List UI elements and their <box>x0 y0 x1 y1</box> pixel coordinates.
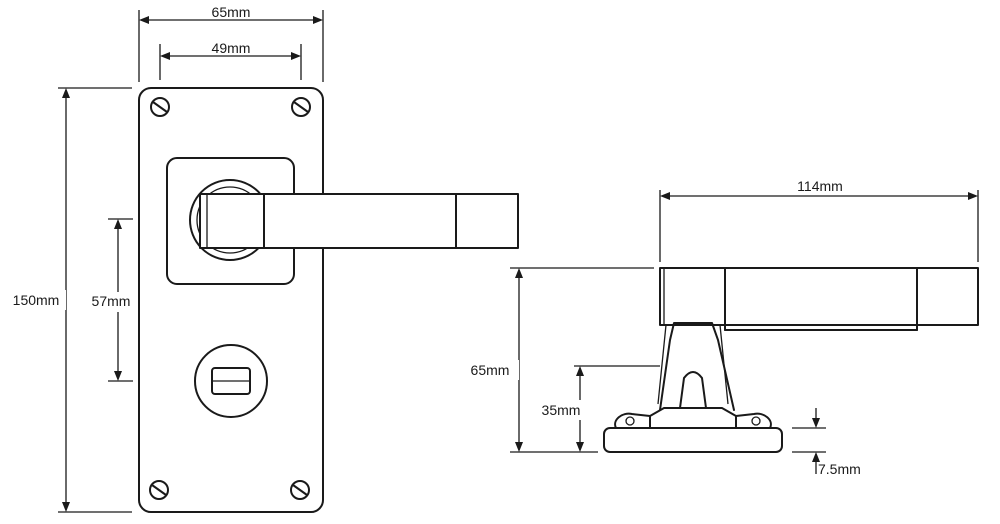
dim-screw-spacing: 49mm <box>159 40 302 80</box>
dim-plate-height-label: 150mm <box>13 292 60 308</box>
dim-screw-spacing-label: 49mm <box>212 40 251 56</box>
screw-top-right-icon <box>291 97 311 117</box>
side-spindle <box>679 371 707 409</box>
dim-projection-label: 65mm <box>471 362 510 378</box>
dim-plate-width-label: 65mm <box>212 4 251 20</box>
screw-bottom-left-icon <box>149 480 169 500</box>
side-rose-base <box>603 427 783 453</box>
front-view: 65mm 49mm 150mm <box>8 4 519 513</box>
side-view: 114mm 65mm 35mm <box>464 178 979 477</box>
screw-bottom-right-icon <box>290 480 310 500</box>
dim-rose-height-label: 35mm <box>542 402 581 418</box>
dim-rose-thickness: 7.5mm <box>792 408 861 477</box>
dim-lever-length: 114mm <box>659 178 979 262</box>
side-lever <box>659 267 979 331</box>
backplate <box>138 87 324 513</box>
dim-plate-width: 65mm <box>138 4 324 82</box>
lever-handle <box>199 193 519 249</box>
screw-top-left-icon <box>150 97 170 117</box>
dim-projection: 65mm <box>464 267 654 453</box>
privacy-turn <box>194 344 268 418</box>
dim-rose-thickness-label: 7.5mm <box>818 461 861 477</box>
dim-lever-length-label: 114mm <box>797 178 843 194</box>
side-neck <box>659 322 735 411</box>
dim-lever-to-turn-label: 57mm <box>92 293 131 309</box>
dim-plate-height: 150mm <box>8 87 132 513</box>
dim-lever-to-turn: 57mm <box>88 218 136 382</box>
dim-rose-height: 35mm <box>538 365 660 452</box>
